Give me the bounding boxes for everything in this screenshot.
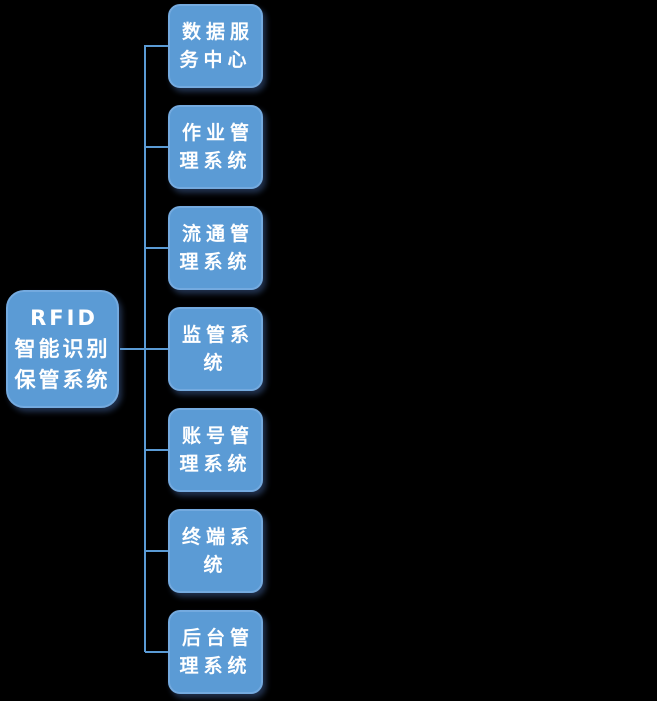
node-terminal-system: 终端系 统 — [168, 509, 263, 593]
node-operations-management-system: 作业管 理系统 — [168, 105, 263, 189]
node-supervision-system: 监管系 统 — [168, 307, 263, 391]
node-circulation-management-system: 流通管 理系统 — [168, 206, 263, 290]
connector-stub — [145, 651, 169, 653]
node-root-rfid-system: RFID 智能识别 保管系统 — [6, 290, 119, 408]
node-backend-management-system: 后台管 理系统 — [168, 610, 263, 694]
connector-stub — [145, 550, 169, 552]
node-account-management-system: 账号管 理系统 — [168, 408, 263, 492]
node-data-service-center: 数据服 务中心 — [168, 4, 263, 88]
connector-stub — [145, 449, 169, 451]
connector-stub — [145, 146, 169, 148]
connector-stub — [145, 247, 169, 249]
connector-stub — [145, 45, 169, 47]
connector-stub — [145, 348, 169, 350]
